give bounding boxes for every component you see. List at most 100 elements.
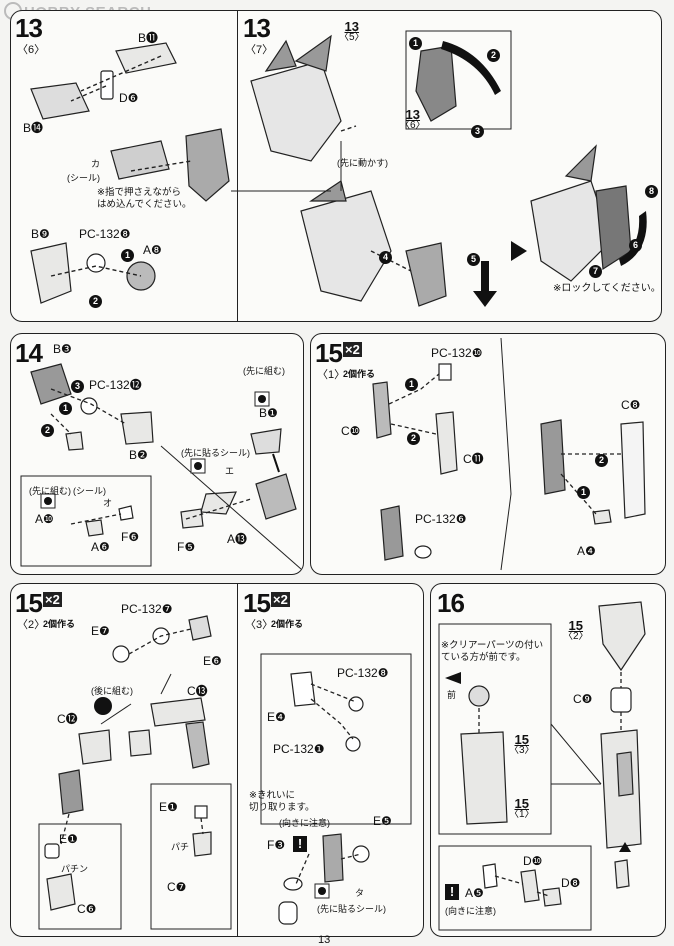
step-marker: 3	[471, 123, 484, 141]
front-label: 前	[447, 690, 457, 700]
warning-icon: !	[293, 836, 307, 852]
step-marker-2: 2	[89, 295, 102, 309]
step-marker: 1	[59, 400, 72, 418]
part-label: E❼	[91, 624, 110, 638]
seal-label: (シール)	[73, 486, 106, 496]
part-label: PC-132❿	[431, 346, 483, 360]
step-number: 15	[315, 338, 343, 368]
first-move-note: (先に動かす)	[337, 158, 388, 168]
snap-text: パチン	[61, 864, 89, 874]
part-label: B❸	[53, 342, 72, 356]
reference-15-3: 15〈3〉	[509, 732, 535, 756]
step-number: 13	[243, 13, 271, 43]
panel-step15-1: 15 ×2 〈1〉 2個作る PC-132❿ C❿ C⓫ PC-132❻ C❽ …	[310, 333, 666, 575]
part-label: A❿	[35, 512, 54, 526]
part-label: PC-132❽	[337, 666, 389, 680]
direction-note: (向きに注意)	[279, 818, 330, 828]
part-label: D❽	[561, 876, 581, 890]
step16-drawing	[438, 601, 646, 931]
part-label: F❻	[121, 530, 140, 544]
step-marker: 6	[629, 237, 642, 255]
first-build-note: (先に組む)	[243, 366, 285, 376]
part-label: PC-132❶	[273, 742, 325, 756]
part-label: F❺	[177, 540, 196, 554]
part-label: E❶	[159, 800, 178, 814]
step-marker: 1	[577, 484, 590, 502]
reference-15-1: 15〈1〉	[509, 796, 535, 820]
cut-note: ※きれいに 切り取ります。	[249, 790, 315, 813]
panel-step14: 14 B❸ PC-132⓬ B❷ (先に組む) B❶ (先に貼るシール) エ F…	[10, 333, 304, 575]
step-subnumber: 〈1〉	[317, 369, 346, 381]
panel-step16: 16 ※クリアーパーツの付い ている方が前です。 前 15〈2〉 15〈3〉 1…	[430, 583, 666, 937]
make-two-note: 2個作る	[43, 619, 76, 629]
part-label: B❾	[31, 227, 50, 241]
seal-code: タ	[355, 888, 365, 898]
step-marker: 2	[89, 293, 102, 311]
front-side-note: ※クリアーパーツの付い ている方が前です。	[441, 640, 544, 663]
part-label: A❽	[143, 243, 162, 257]
step14-drawing	[20, 363, 302, 570]
part-label: C⓬	[57, 712, 78, 726]
part-label: B⓫	[138, 31, 159, 45]
step-marker: 8	[645, 183, 658, 201]
first-seal-note: (先に貼るシール)	[181, 448, 250, 458]
part-label: D❻	[119, 91, 139, 105]
part-label: E❶	[59, 832, 78, 846]
part-label: A⓭	[227, 532, 248, 546]
part-label: C❽	[621, 398, 641, 412]
step13-drawing	[30, 30, 647, 307]
step-marker: 1	[409, 35, 422, 53]
step-subnumber: 〈3〉	[245, 619, 274, 631]
seal-code: オ	[103, 498, 113, 508]
part-label: PC-132⓬	[89, 378, 142, 392]
assembly-note: ※指で押さえながら はめ込んでください。	[97, 187, 192, 210]
step-marker: 1	[121, 247, 134, 265]
step-marker: 3	[71, 378, 84, 396]
panel-step13: 13 〈6〉 B⓫ D❻ B⓮ カ (シール) ※指で押さえながら はめ込んでく…	[10, 10, 662, 322]
panel-step15-2-3: 15 ×2 〈2〉 2個作る PC-132❼ E❼ E❻ (後に組む) C⓬ C…	[10, 583, 424, 937]
step-number: 15	[243, 588, 271, 618]
part-label: D❿	[523, 854, 543, 868]
seal-code: カ	[91, 159, 101, 169]
step-marker-1: 1	[121, 249, 134, 263]
part-label: C❻	[77, 902, 97, 916]
step-number: 13	[15, 13, 43, 43]
step-number: 16	[437, 588, 465, 618]
lock-note: ※ロックしてください。	[553, 283, 661, 294]
part-label: E❺	[373, 814, 392, 828]
step-marker: 2	[41, 422, 54, 440]
part-label: C❾	[573, 692, 593, 706]
multiplier-badge: ×2	[343, 342, 362, 357]
step-subnumber: 〈6〉	[17, 44, 46, 56]
reference-15-2: 15〈2〉	[563, 618, 589, 642]
part-label: C❿	[341, 424, 361, 438]
part-label: PC-132❼	[121, 602, 173, 616]
part-label: E❻	[203, 654, 222, 668]
part-label: C⓫	[463, 452, 484, 466]
part-label: A❹	[577, 544, 596, 558]
make-two-note: 2個作る	[343, 369, 376, 379]
part-label: A❺	[465, 886, 484, 900]
snap-text: パチ	[171, 842, 190, 852]
part-label: B❶	[259, 406, 278, 420]
step-subnumber: 〈2〉	[17, 619, 46, 631]
warning-icon: !	[445, 884, 459, 900]
step-subnumber: 〈7〉	[245, 44, 274, 56]
seal-label: (シール)	[67, 173, 100, 183]
first-build-note: (先に組む)	[29, 486, 71, 496]
step-number: 15	[15, 588, 43, 618]
make-two-note: 2個作る	[271, 619, 304, 629]
multiplier-badge: ×2	[43, 592, 62, 607]
step-marker: 5	[467, 251, 480, 269]
page-number: 13	[318, 934, 331, 946]
step-marker: 1	[405, 376, 418, 394]
multiplier-badge: ×2	[271, 592, 290, 607]
step-number: 14	[15, 338, 43, 368]
panel-divider	[237, 11, 238, 321]
part-label: F❸	[267, 838, 286, 852]
reference-13-6: 13〈6〉	[400, 107, 426, 131]
part-label: B⓮	[23, 121, 44, 135]
after-build-note: (後に組む)	[91, 686, 133, 696]
first-seal-note: (先に貼るシール)	[317, 904, 386, 914]
direction-note: (向きに注意)	[445, 906, 496, 916]
